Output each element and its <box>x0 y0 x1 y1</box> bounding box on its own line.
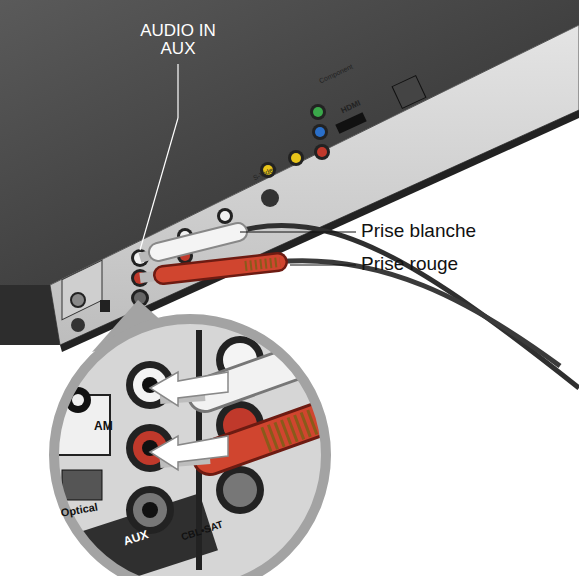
acoustimass-port <box>392 76 426 109</box>
device-side <box>0 285 60 345</box>
white-plug <box>158 232 238 252</box>
aux-jacks <box>131 208 233 307</box>
insert-arrow <box>150 436 228 470</box>
rca-jack <box>288 150 304 166</box>
rca-jack <box>312 124 328 140</box>
antenna-block <box>62 260 102 320</box>
insert-arrow <box>150 372 228 406</box>
red-cable <box>275 261 560 366</box>
hdmi-port <box>335 112 366 134</box>
leader-line <box>290 265 356 266</box>
leader-line <box>140 118 178 250</box>
inset-optical <box>62 470 102 500</box>
rca-jack <box>220 211 230 221</box>
inset-jack <box>142 502 158 518</box>
rca-jack <box>310 104 326 120</box>
inset-red-grip <box>265 410 345 440</box>
callout-label: AUDIO IN AUX <box>133 22 223 58</box>
optical-port <box>100 300 110 312</box>
rca-jack <box>315 127 325 137</box>
callout-label: Prise rouge <box>361 254 561 274</box>
white-plug <box>158 232 238 252</box>
panel-label: AM <box>94 420 134 433</box>
callout-label: Prise blanche <box>361 221 561 241</box>
antenna-jack <box>71 293 85 307</box>
video-jacks <box>260 76 426 207</box>
inset-ring <box>54 319 326 576</box>
rca-jack <box>314 144 330 160</box>
inset-jack <box>223 473 257 507</box>
inset-jack <box>133 493 167 527</box>
inset-jack <box>216 466 264 514</box>
svideo-jack <box>261 189 279 207</box>
inset-detail <box>38 315 345 576</box>
leader-line <box>240 232 356 233</box>
inset-am-jack <box>72 394 84 406</box>
rca-jack <box>217 208 233 224</box>
bose-link-port <box>71 318 85 332</box>
rca-jack <box>313 107 323 117</box>
rca-jack <box>317 147 327 157</box>
back-panel <box>50 25 579 345</box>
red-plug-grip <box>245 262 280 266</box>
leader-line <box>177 64 178 118</box>
inset-jack <box>126 486 174 534</box>
rca-jack <box>291 153 301 163</box>
